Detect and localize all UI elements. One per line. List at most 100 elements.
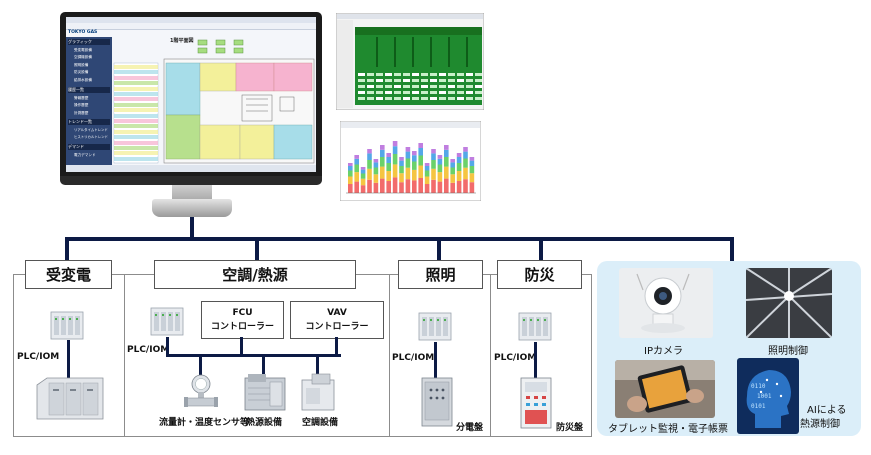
thumb-cell [394,85,401,88]
vav-label: VAV [327,307,347,318]
thumb-cell [367,97,374,100]
ac-unit-icon [301,373,335,411]
ip-camera-label: IPカメラ [644,346,683,357]
sidebar-item[interactable]: 受変電設備 [74,48,92,52]
thumb-bar-segment [354,155,359,159]
disaster-link [534,342,537,378]
sidebar-item[interactable]: 警報履歴 [74,96,89,100]
sidebar-header-graphic: グラフィック [68,39,110,45]
thumb-bar-segment [463,179,468,193]
fcu-link [240,337,243,355]
table-row [114,119,158,124]
table-row [114,81,158,87]
sidebar-item[interactable]: 給排水設備 [74,77,92,82]
thumb-bar-segment [444,166,449,179]
thumb-bar-segment [450,159,455,163]
thumb-bar-segment [380,149,385,157]
thumb-bar-segment [386,163,391,171]
sidebar-item[interactable]: 電力デマンド [74,153,96,157]
thumb-bar-segment [399,160,404,166]
bus-branch-features [730,237,734,261]
table-row [114,151,158,157]
thumb-bar-segment [469,182,475,193]
thumb-cell [385,79,392,82]
sidebar-item[interactable]: リアルタイムトレンド [74,128,108,132]
heat-source-icon [244,374,286,411]
thumb-bar-segment [463,151,468,159]
bus-branch-disaster [539,237,543,261]
thumb-cell [457,85,464,88]
thumb-bar-segment [386,181,391,193]
thumb-cell [439,79,446,82]
lighting-link [434,342,437,378]
thumb-bar-segment [456,163,462,171]
thumb-cell [466,85,473,88]
thumb-bar-segment [392,164,398,178]
thumb-cell [403,73,410,76]
sidebar-item[interactable]: 計測履歴 [74,110,89,115]
thumb-divider [448,37,450,67]
thumb-cell [475,79,482,82]
table-row [114,156,158,162]
sidebar-item[interactable]: 防災設備 [74,70,89,75]
thumb-cell [376,73,383,76]
thumb-bar-segment [450,167,455,175]
thumb-bar-segment [373,182,379,193]
thumb-bar-segment [456,181,462,193]
thumb-divider [412,37,414,67]
table-row [114,92,158,97]
thumb-bar-segment [405,179,411,193]
thumb-cell [466,91,473,94]
hvac-device-bus [166,354,341,357]
sidebar-item-list-a: 受変電設備 空調機設備 照明設備 防災設備 給排水設備 [74,47,110,84]
thumb-bar-segment [444,157,449,167]
thumb-divider [430,37,432,67]
thumb-cell [439,85,446,88]
monitor-screen: TOKYO GAS グラフィック 受変電設備 空調機設備 照明設備 防災設備 給… [66,17,316,172]
thumb-bar-segment [367,160,372,169]
thumb-cell [466,79,473,82]
thumb-bar-segment [444,149,449,157]
plc-icon [418,312,452,341]
sidebar-item[interactable]: 操作履歴 [74,103,89,108]
thumb-cell [376,91,383,94]
table-row [114,65,158,70]
thumb-bar-segment [450,182,455,193]
thumb-bar-segment [386,171,391,181]
thumb-cell [466,73,473,76]
thumb-cell [358,85,365,88]
thumb-cell [412,79,419,82]
thumb-cell [385,97,392,100]
table-row [114,124,158,130]
thumb-cell [358,91,365,94]
plc-icon [50,311,84,340]
flowmeter-link [199,354,202,376]
thumb-bar-segment [373,174,379,183]
thumb-bar-segment [424,176,430,184]
thumb-cell [439,73,446,76]
sidebar-item[interactable]: 空調機設備 [74,55,92,60]
monitor-chin [60,176,322,185]
sidebar-item[interactable]: 照明設備 [74,62,89,67]
thumb-bar-segment [380,178,385,193]
table-row [114,108,158,114]
thumb-cell [412,85,419,88]
screen-sidebar: グラフィック 受変電設備 空調機設備 照明設備 防災設備 給排水設備 履歴一覧 … [66,37,112,165]
thumb-cell [412,73,419,76]
table-row [114,75,158,81]
fcu-controller-label: コントローラー [210,322,274,332]
thumb-cell [376,85,383,88]
thumb-bar-segment [348,176,353,184]
thumb-bar-segment [392,141,398,147]
table-row [114,135,158,141]
ac-unit-label: 空調設備 [302,418,339,428]
thumb-cell [421,97,428,100]
thumb-bar-segment [424,170,430,177]
sidebar-item[interactable]: ヒストリカルトレンド [74,135,108,140]
bus-branch-hvac [255,237,259,261]
thumb-cell [448,97,455,100]
fcu-controller-box: FCU コントローラー [201,301,284,339]
thumb-cell [475,85,482,88]
thumb-bar-segment [392,154,398,165]
thumb-bar-segment [367,153,372,160]
